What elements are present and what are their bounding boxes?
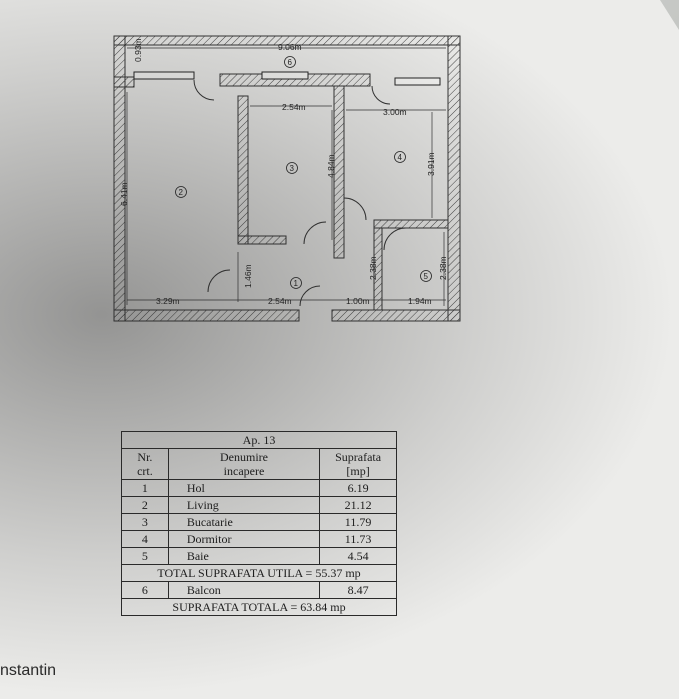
table-row: 1 Hol 6.19 bbox=[121, 479, 397, 497]
header-nr-line2: crt. bbox=[137, 464, 153, 478]
header-nr: Nr. crt. bbox=[121, 448, 169, 480]
dim-bath-height-left: 2.38m bbox=[368, 256, 378, 280]
header-area: Suprafata [mp] bbox=[319, 448, 397, 480]
row-nr: 1 bbox=[121, 479, 169, 497]
room-area-table: Ap. 13 Nr. crt. Denumire incapere Supraf… bbox=[121, 431, 397, 616]
dim-balcony-depth: 0.93m bbox=[133, 38, 143, 62]
dim-living-height: 6.41m bbox=[119, 182, 129, 206]
dimension-lines bbox=[126, 47, 446, 306]
room-markers bbox=[175, 56, 432, 289]
row-nr: 6 bbox=[121, 581, 169, 599]
row-name: Balcon bbox=[167, 581, 321, 599]
total-area: SUPRAFATA TOTALA = 63.84 mp bbox=[121, 598, 397, 616]
row-area: 6.19 bbox=[319, 479, 397, 497]
row-name: Bucatarie bbox=[167, 513, 321, 531]
table-row: 5 Baie 4.54 bbox=[121, 547, 397, 565]
total-useful-area: TOTAL SUPRAFATA UTILA = 55.37 mp bbox=[121, 564, 397, 582]
row-area: 4.54 bbox=[319, 547, 397, 565]
row-area: 11.73 bbox=[319, 530, 397, 548]
dim-total-width: 9.06m bbox=[278, 42, 302, 52]
author-signature-text: nstantin bbox=[0, 662, 57, 679]
dim-hall-width: 2.54m bbox=[268, 296, 292, 306]
header-name-line2: incapere bbox=[223, 464, 265, 478]
table-header-row: Nr. crt. Denumire incapere Suprafata [mp… bbox=[121, 448, 397, 480]
table-row: 2 Living 21.12 bbox=[121, 496, 397, 514]
room-number-living: 2 bbox=[179, 188, 184, 197]
dim-bedroom-height: 3.91m bbox=[426, 152, 436, 176]
room-number-hall: 1 bbox=[294, 279, 299, 288]
room-number-kitchen: 3 bbox=[290, 164, 295, 173]
dim-kitchen-height: 4.84m bbox=[326, 154, 336, 178]
dim-bath-height-right: 2.38m bbox=[438, 256, 448, 280]
dim-bedroom-width: 3.00m bbox=[383, 107, 407, 117]
header-nr-line1: Nr. bbox=[137, 450, 153, 464]
door-swings bbox=[193, 79, 407, 307]
table-row: 4 Dormitor 11.73 bbox=[121, 530, 397, 548]
windows bbox=[133, 71, 441, 86]
row-area: 21.12 bbox=[319, 496, 397, 514]
room-number-balcony: 6 bbox=[288, 58, 293, 67]
row-area: 11.79 bbox=[319, 513, 397, 531]
row-name: Dormitor bbox=[167, 530, 321, 548]
header-area-line2: [mp] bbox=[346, 464, 370, 478]
room-number-bedroom: 4 bbox=[398, 153, 403, 162]
table-row: 3 Bucatarie 11.79 bbox=[121, 513, 397, 531]
dim-living-width: 3.29m bbox=[156, 296, 180, 306]
dim-kitchen-width: 2.54m bbox=[282, 102, 306, 112]
row-name: Living bbox=[167, 496, 321, 514]
room-number-bath: 5 bbox=[424, 272, 429, 281]
row-nr: 2 bbox=[121, 496, 169, 514]
row-nr: 3 bbox=[121, 513, 169, 531]
header-name: Denumire incapere bbox=[167, 448, 321, 480]
header-area-line1: Suprafata bbox=[335, 450, 382, 464]
header-name-line1: Denumire bbox=[220, 450, 268, 464]
table-row: 6 Balcon 8.47 bbox=[121, 581, 397, 599]
dim-bath-width: 1.94m bbox=[408, 296, 432, 306]
row-nr: 4 bbox=[121, 530, 169, 548]
walls bbox=[113, 35, 461, 322]
row-name: Baie bbox=[167, 547, 321, 565]
row-area: 8.47 bbox=[319, 581, 397, 599]
dim-corridor-width: 1.00m bbox=[346, 296, 370, 306]
row-nr: 5 bbox=[121, 547, 169, 565]
dim-hall-height: 1.46m bbox=[243, 264, 253, 288]
row-name: Hol bbox=[167, 479, 321, 497]
table-title: Ap. 13 bbox=[121, 431, 397, 449]
